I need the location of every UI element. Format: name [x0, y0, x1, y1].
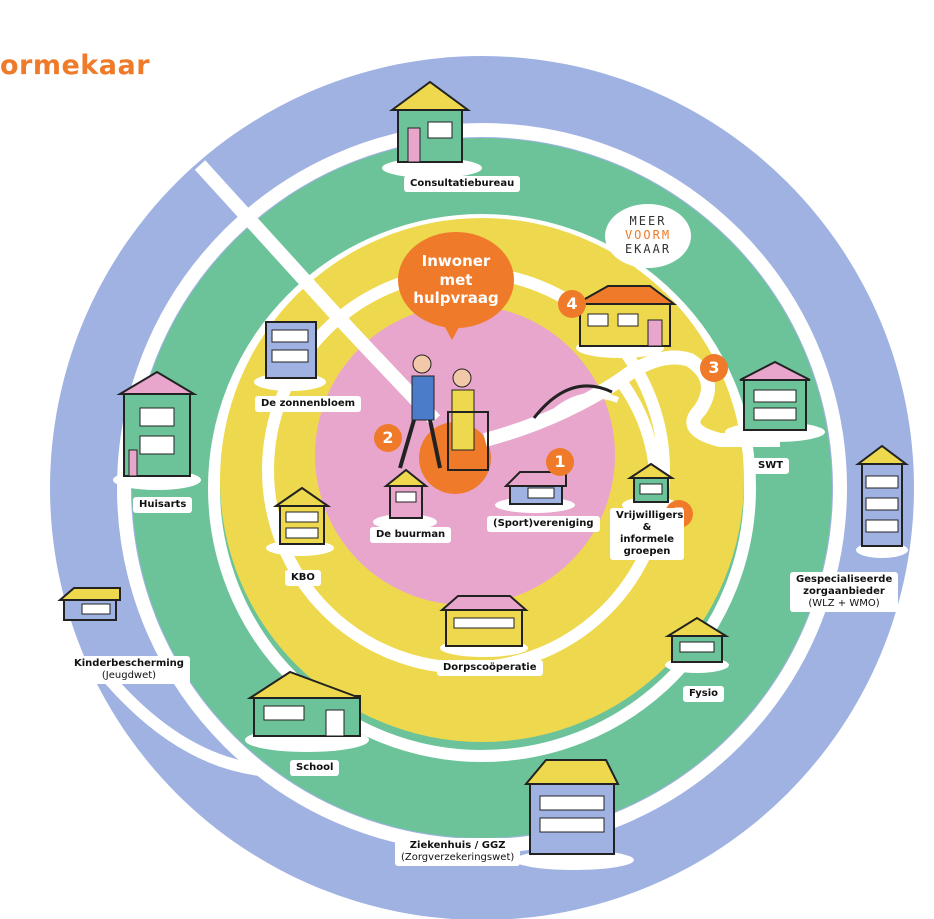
sport-building [503, 471, 567, 505]
label-swt: SWT [752, 458, 790, 474]
brand-wordmark: ormekaar [0, 50, 151, 81]
kinderbescherming-building [57, 587, 121, 621]
bubble-line-2: met [439, 270, 473, 289]
label-zonnebloem: De zonnenbloem [255, 396, 362, 412]
label-kbo: KBO [285, 570, 321, 586]
label-consultatiebureau: Consultatiebureau [404, 176, 521, 192]
label-vrijwilligers: Vrijwilligers & informele groepen [610, 508, 684, 560]
label-ziekenhuis: Ziekenhuis / GGZ (Zorgverzekeringswet) [395, 838, 521, 866]
label-buurman: De buurman [370, 527, 452, 543]
label-kinderbescherming-sub: (Jeugdwet) [101, 670, 157, 681]
meervoormekaar-building [572, 285, 677, 347]
logo-line-1: MEER [629, 214, 667, 229]
meervoormekaar-logo: MEER VOORM EKAAR [605, 204, 691, 268]
label-kinderbescherming-main: Kinderbescherming [74, 658, 184, 669]
swt-building [739, 360, 811, 431]
vrijwilligers-building [626, 462, 676, 503]
label-school: School [290, 760, 340, 776]
label-sportvereniging: (Sport)vereniging [487, 516, 600, 532]
step-number-2: 2 [374, 424, 402, 452]
huisarts-building [116, 370, 198, 477]
consultatiebureau-building [388, 80, 472, 163]
ziekenhuis-building [523, 759, 620, 855]
bubble-line-3: hulpvraag [413, 289, 499, 308]
label-ziekenhuis-main: Ziekenhuis / GGZ [409, 840, 506, 851]
bubble-tail [440, 318, 464, 340]
label-kinderbescherming: Kinderbescherming (Jeugdwet) [68, 656, 190, 684]
logo-line-3: EKAAR [624, 241, 672, 256]
center-bubble: Inwoner met hulpvraag [398, 232, 514, 328]
kbo-building [272, 486, 332, 545]
step-number-3: 3 [700, 354, 728, 382]
lower-left-path [105, 676, 261, 776]
school-building [246, 670, 361, 737]
label-gespecialiseerde-main: Gespecialiseerde zorgaanbieder [796, 574, 893, 597]
step-number-1: 1 [546, 448, 574, 476]
zonnebloem-building [265, 321, 317, 379]
gespecialiseerde-building [855, 444, 909, 547]
label-fysio: Fysio [683, 686, 725, 702]
bridge-path [483, 350, 780, 447]
diagonal-path [194, 160, 441, 425]
logo-line-2: VOORM [624, 228, 672, 243]
label-gespecialiseerde: Gespecialiseerde zorgaanbieder (WLZ + WM… [790, 572, 898, 612]
label-dorpscooperatie: Dorpscoöperatie [437, 660, 543, 676]
dorpscooperatie-building [439, 595, 529, 647]
buurman-building [383, 468, 429, 519]
people-illustration [398, 354, 489, 471]
step-number-4: 4 [558, 290, 586, 318]
label-huisarts: Huisarts [133, 497, 193, 513]
bubble-line-1: Inwoner [421, 251, 491, 270]
bridge [532, 384, 620, 428]
label-ziekenhuis-sub: (Zorgverzekeringswet) [401, 852, 515, 863]
fysio-building [664, 616, 730, 663]
label-gespecialiseerde-sub: (WLZ + WMO) [808, 598, 880, 609]
